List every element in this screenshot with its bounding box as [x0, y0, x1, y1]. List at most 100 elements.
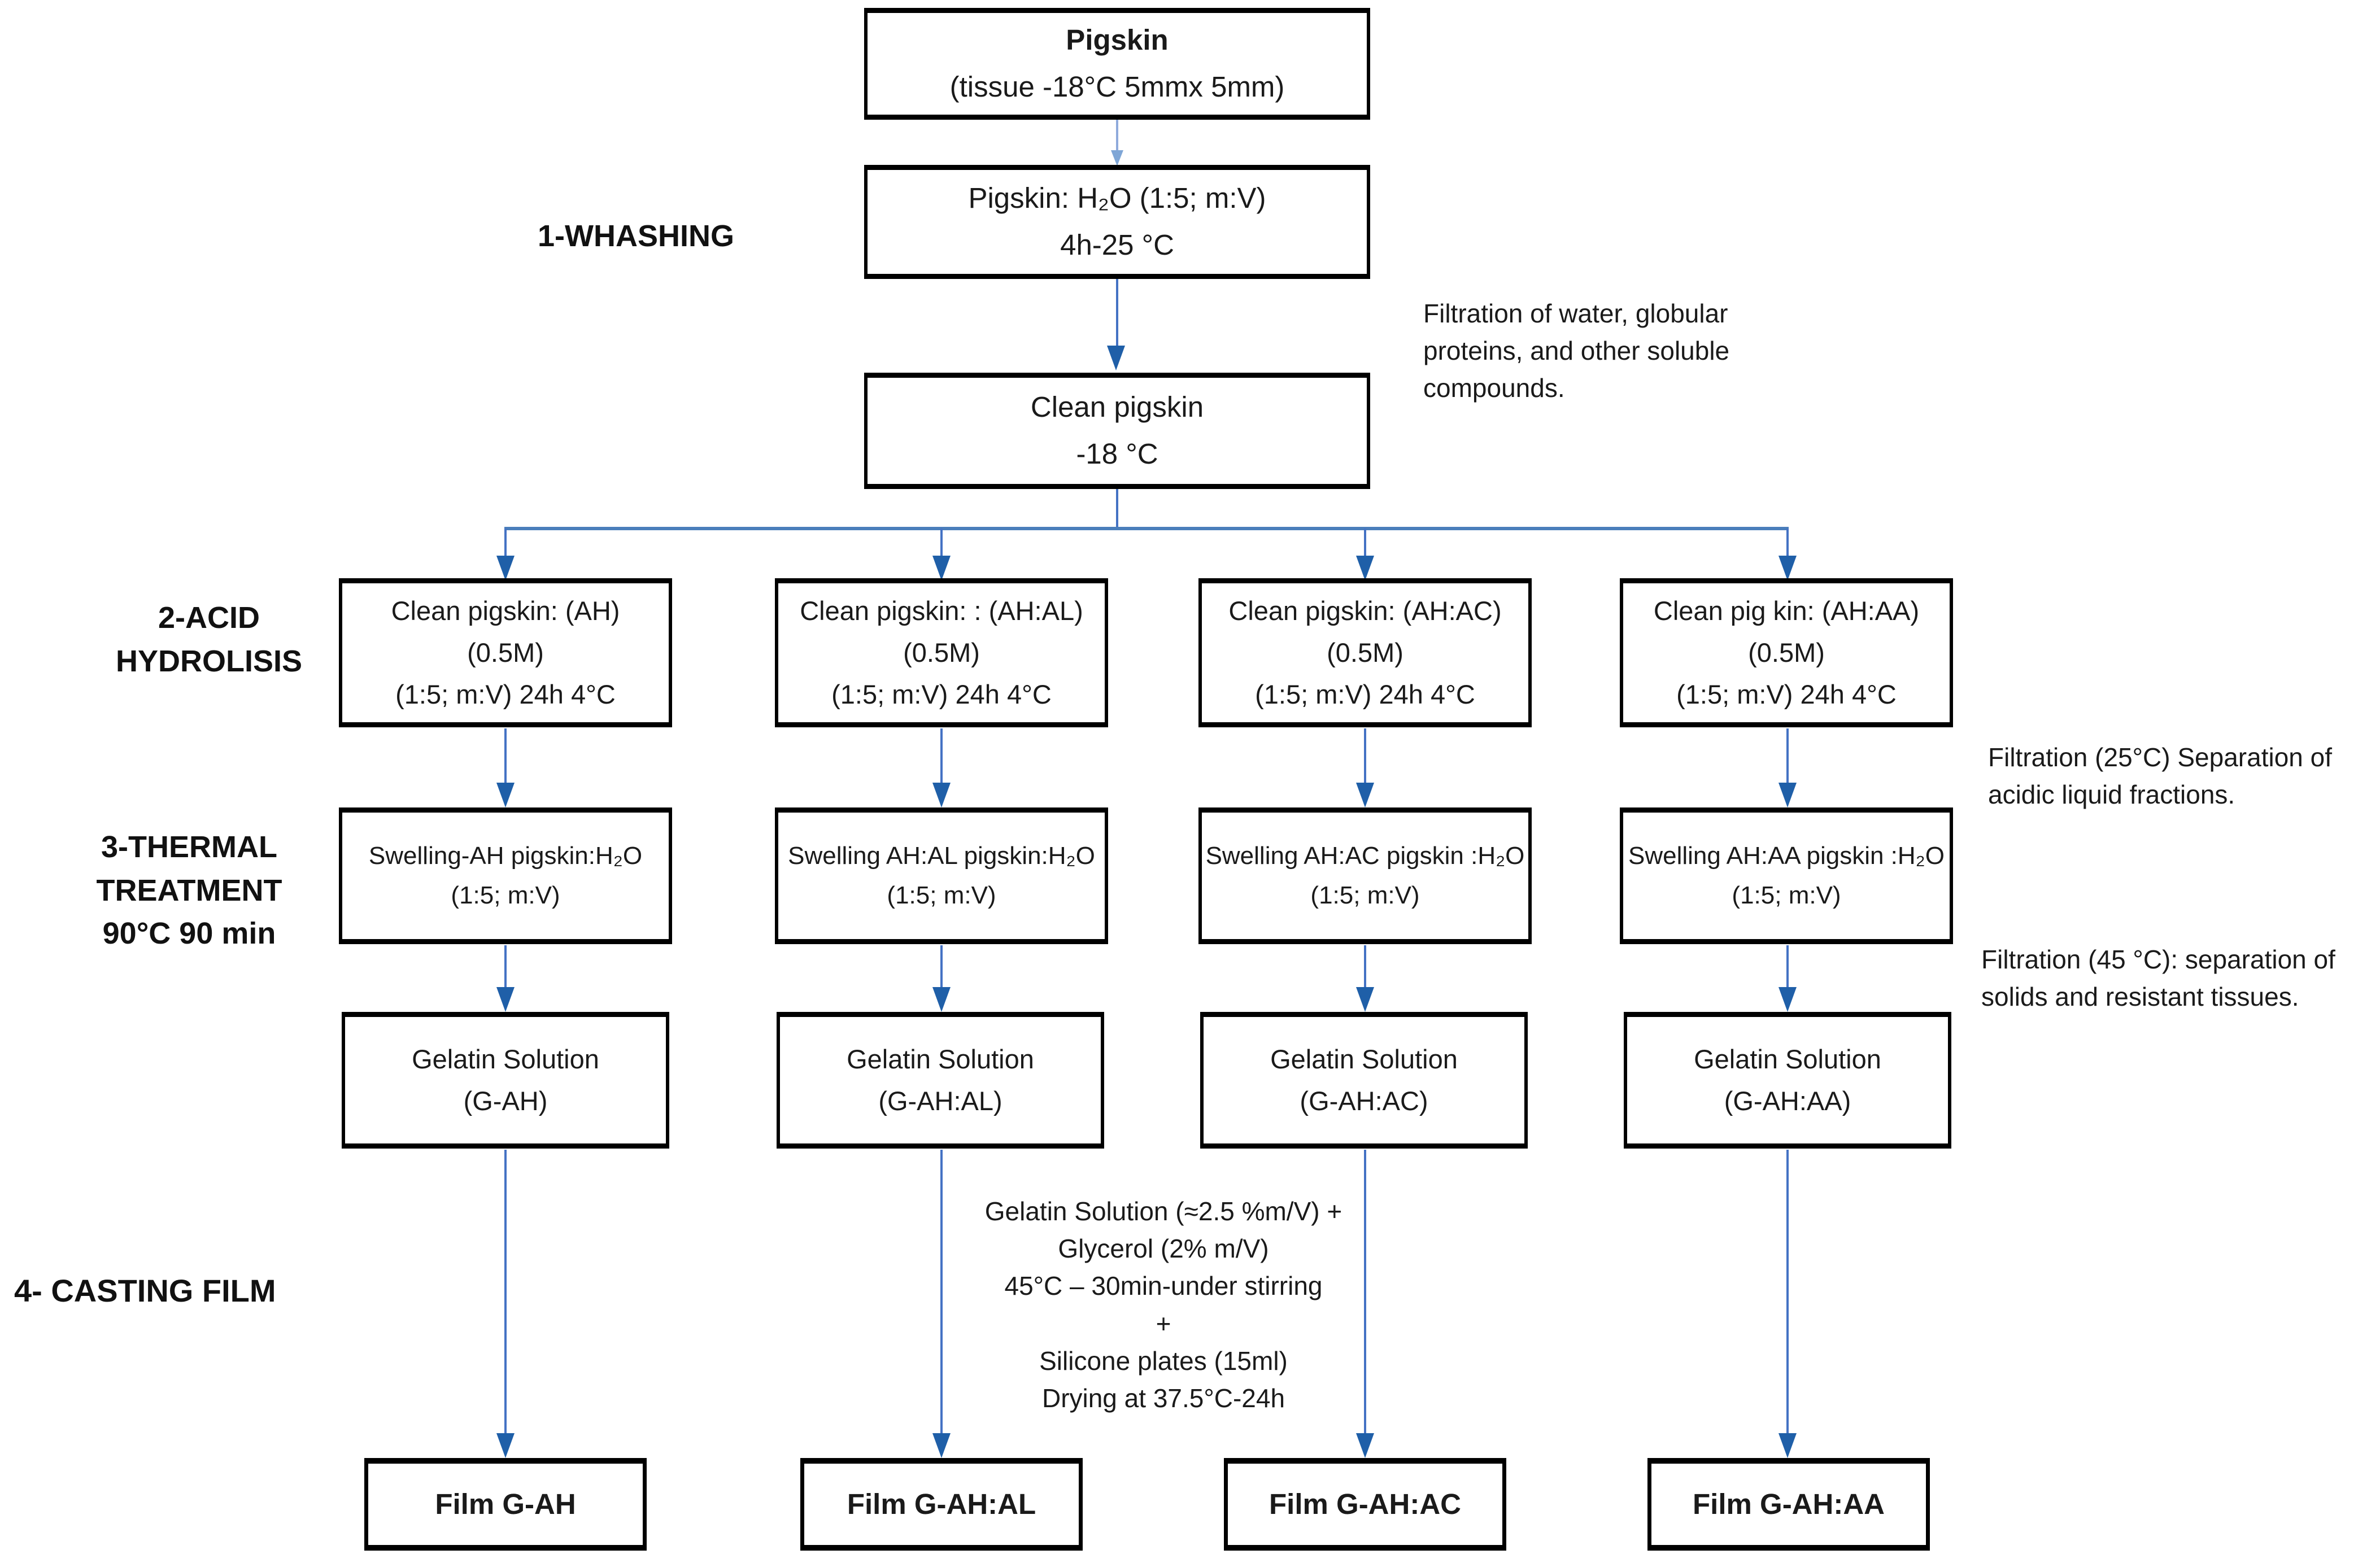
- arrow-line: [1364, 1150, 1366, 1434]
- box-text-line: Clean pigskin: (AH): [391, 595, 620, 626]
- box-text-line: (0.5M): [467, 637, 544, 667]
- box-text-line: (0.5M): [1327, 637, 1403, 667]
- box-text-line: Gelatin Solution: [1270, 1044, 1458, 1074]
- arrow-line: [504, 1150, 507, 1434]
- acid-box-ah-al: Clean pigskin: : (AH:AL) (0.5M) (1:5; m:…: [775, 578, 1108, 727]
- arrow-head-icon: [1779, 783, 1797, 807]
- box-text-line: Gelatin Solution: [1694, 1044, 1881, 1074]
- box-text-line: (1:5; m:V) 24h 4°C: [395, 679, 616, 710]
- film-box-g-ah-al: Film G-AH:AL: [800, 1458, 1083, 1551]
- arrow-head-icon: [932, 556, 951, 580]
- arrow-line: [1364, 945, 1366, 988]
- arrow-head-icon: [1779, 1433, 1797, 1458]
- film-box-g-ah-ac: Film G-AH:AC: [1224, 1458, 1506, 1551]
- arrow-line: [940, 1150, 943, 1434]
- gelatin-box-g-ah: Gelatin Solution (G-AH): [342, 1012, 669, 1149]
- arrow-line: [1116, 120, 1118, 157]
- washing-filtration-note: Filtration of water, globular proteins, …: [1423, 299, 1730, 403]
- arrow-head-icon: [932, 783, 951, 807]
- box-text-line: (1:5; m:V): [451, 881, 560, 909]
- acid-box-ah-aa: Clean pig kin: (AH:AA) (0.5M) (1:5; m:V)…: [1620, 578, 1953, 727]
- box-text-line: Pigskin: H₂O (1:5; m:V): [968, 182, 1266, 215]
- arrow-line: [504, 529, 507, 557]
- arrow-line: [1786, 945, 1789, 988]
- arrow-line: [504, 945, 507, 988]
- arrow-line: [940, 945, 943, 988]
- arrow-line: [504, 728, 507, 784]
- arrow-head-icon: [1779, 987, 1797, 1012]
- arrow-line: [940, 728, 943, 784]
- box-text-line: Film G-AH:AL: [847, 1487, 1036, 1520]
- swelling-box-ah-al: Swelling AH:AL pigskin:H₂O (1:5; m:V): [775, 807, 1108, 944]
- arrow-head-icon: [1356, 987, 1374, 1012]
- arrow-head-icon: [1356, 783, 1374, 807]
- arrow-line: [1786, 1150, 1789, 1434]
- arrow-line: [1116, 489, 1118, 529]
- box-text-line: (1:5; m:V) 24h 4°C: [1255, 679, 1475, 710]
- film-box-g-ah-aa: Film G-AH:AA: [1647, 1458, 1930, 1551]
- box-text-line: (tissue -18°C 5mmx 5mm): [949, 71, 1285, 103]
- film-box-g-ah: Film G-AH: [364, 1458, 647, 1551]
- casting-conditions-note: Gelatin Solution (≈2.5 %m/V) + Glycerol …: [984, 1197, 1342, 1413]
- arrow-head-icon: [1356, 1433, 1374, 1458]
- box-text-line: (G-AH:AA): [1724, 1086, 1851, 1116]
- branch-line: [504, 527, 1789, 530]
- arrow-line: [1786, 728, 1789, 784]
- arrow-head-icon: [496, 1433, 515, 1458]
- box-text-line: Film G-AH: [435, 1487, 576, 1520]
- box-text-line: Swelling-AH pigskin:H₂O: [368, 841, 643, 870]
- box-text-line: 4h-25 °C: [1060, 229, 1174, 261]
- arrow-line: [940, 529, 943, 557]
- arrow-head-icon: [1111, 150, 1123, 166]
- box-text-line: Swelling AH:AA pigskin :H₂O: [1628, 841, 1945, 870]
- arrow-line: [1116, 279, 1118, 347]
- stage-label-casting-film: 4- CASTING FILM: [14, 1273, 276, 1308]
- box-text-line: -18 °C: [1076, 438, 1158, 470]
- arrow-line: [1364, 529, 1366, 557]
- arrow-head-icon: [932, 1433, 951, 1458]
- arrow-line: [1786, 529, 1789, 557]
- swelling-box-ah-aa: Swelling AH:AA pigskin :H₂O (1:5; m:V): [1620, 807, 1953, 944]
- acid-filtration-note: Filtration (25°C) Separation of acidic l…: [1988, 743, 2333, 810]
- washing-box: Pigskin: H₂O (1:5; m:V) 4h-25 °C: [864, 165, 1370, 279]
- clean-pigskin-box: Clean pigskin -18 °C: [864, 373, 1370, 489]
- thermal-filtration-note: Filtration (45 °C): separation of solids…: [1981, 945, 2335, 1012]
- arrow-head-icon: [496, 556, 515, 580]
- box-text-line: Pigskin: [1066, 24, 1169, 56]
- arrow-head-icon: [496, 987, 515, 1012]
- box-text-line: (1:5; m:V): [1732, 881, 1841, 909]
- box-text-line: Swelling AH:AC pigskin :H₂O: [1205, 841, 1525, 870]
- box-text-line: Film G-AH:AA: [1693, 1487, 1885, 1520]
- box-text-line: (G-AH): [463, 1086, 548, 1116]
- arrow-head-icon: [496, 783, 515, 807]
- stage-label-acid-hydrolysis: 2-ACID HYDROLISIS: [115, 601, 303, 678]
- box-text-line: (0.5M): [903, 637, 980, 667]
- box-text-line: (1:5; m:V) 24h 4°C: [831, 679, 1052, 710]
- acid-box-ah-ac: Clean pigskin: (AH:AC) (0.5M) (1:5; m:V)…: [1198, 578, 1532, 727]
- stage-label-thermal-treatment: 3-THERMAL TREATMENT 90°C 90 min: [96, 830, 282, 951]
- box-text-line: Gelatin Solution: [412, 1044, 599, 1074]
- arrow-head-icon: [1779, 556, 1797, 580]
- box-text-line: Clean pig kin: (AH:AA): [1653, 595, 1920, 626]
- arrow-head-icon: [932, 987, 951, 1012]
- box-text-line: (G-AH:AL): [878, 1086, 1002, 1116]
- arrow-line: [1364, 728, 1366, 784]
- box-text-line: Gelatin Solution: [847, 1044, 1034, 1074]
- gelatin-box-g-ah-aa: Gelatin Solution (G-AH:AA): [1624, 1012, 1951, 1149]
- box-text-line: (1:5; m:V) 24h 4°C: [1676, 679, 1897, 710]
- gelatin-box-g-ah-ac: Gelatin Solution (G-AH:AC): [1200, 1012, 1528, 1149]
- pigskin-box: Pigskin (tissue -18°C 5mmx 5mm): [864, 8, 1370, 120]
- box-text-line: (0.5M): [1748, 637, 1825, 667]
- box-text-line: Clean pigskin: : (AH:AL): [800, 595, 1083, 626]
- box-text-line: (G-AH:AC): [1300, 1086, 1428, 1116]
- stage-label-washing: 1-WHASHING: [538, 219, 734, 253]
- swelling-box-ah: Swelling-AH pigskin:H₂O (1:5; m:V): [339, 807, 672, 944]
- box-text-line: Clean pigskin: [1030, 391, 1204, 424]
- arrow-head-icon: [1356, 556, 1374, 580]
- gelatin-box-g-ah-al: Gelatin Solution (G-AH:AL): [777, 1012, 1104, 1149]
- swelling-box-ah-ac: Swelling AH:AC pigskin :H₂O (1:5; m:V): [1198, 807, 1532, 944]
- box-text-line: Clean pigskin: (AH:AC): [1228, 595, 1502, 626]
- box-text-line: Swelling AH:AL pigskin:H₂O: [788, 841, 1095, 870]
- box-text-line: (1:5; m:V): [1310, 881, 1420, 909]
